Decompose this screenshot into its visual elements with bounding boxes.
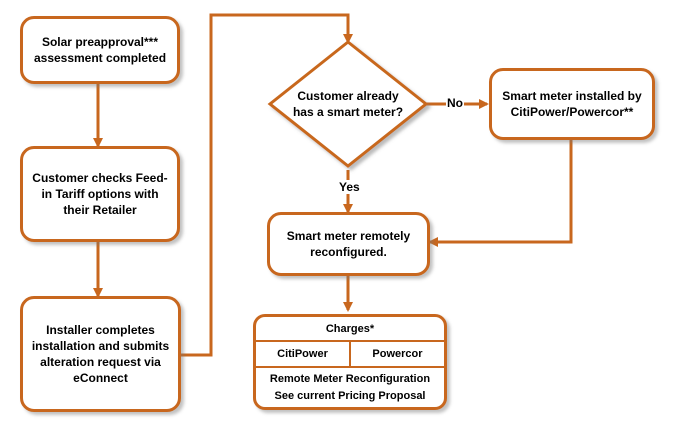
solar-preapproval-text: Solar preapproval*** assessment complete…: [33, 35, 167, 65]
charges-line-2: See current Pricing Proposal: [274, 389, 426, 402]
charges-line-1: Remote Meter Reconfiguration: [269, 372, 431, 385]
charges-col-citipower: CitiPower: [277, 348, 328, 360]
decision-label: Customer already has a smart meter?: [290, 86, 406, 122]
charges-col-powercor: Powercor: [349, 342, 444, 366]
meter-reconfigured-box: Smart meter remotely reconfigured.: [267, 212, 430, 276]
installer-completes-box: Installer completes installation and sub…: [20, 296, 181, 412]
decision-text: Customer already has a smart meter?: [292, 89, 404, 119]
arrow-installed-to-reconfigured: [428, 140, 573, 247]
meter-installed-box: Smart meter installed by CitiPower/Power…: [489, 68, 655, 140]
charges-table: Charges* CitiPower Powercor Remote Meter…: [253, 314, 447, 410]
customer-checks-text: Customer checks Feed-in Tariff options w…: [32, 171, 168, 217]
charges-title: Charges*: [256, 317, 444, 342]
meter-installed-text: Smart meter installed by CitiPower/Power…: [502, 89, 642, 119]
installer-completes-text: Installer completes installation and sub…: [31, 323, 170, 385]
solar-preapproval-box: Solar preapproval*** assessment complete…: [20, 16, 180, 84]
edge-label-yes: Yes: [338, 180, 361, 194]
customer-checks-box: Customer checks Feed-in Tariff options w…: [20, 146, 180, 242]
edge-label-no: No: [446, 96, 464, 110]
arrow-installer-to-decision: [181, 13, 353, 357]
charges-columns: CitiPower Powercor: [256, 342, 444, 368]
decision-diamond: [267, 40, 429, 168]
meter-reconfigured-text: Smart meter remotely reconfigured.: [286, 229, 411, 259]
charges-details: Remote Meter Reconfiguration See current…: [256, 368, 444, 407]
